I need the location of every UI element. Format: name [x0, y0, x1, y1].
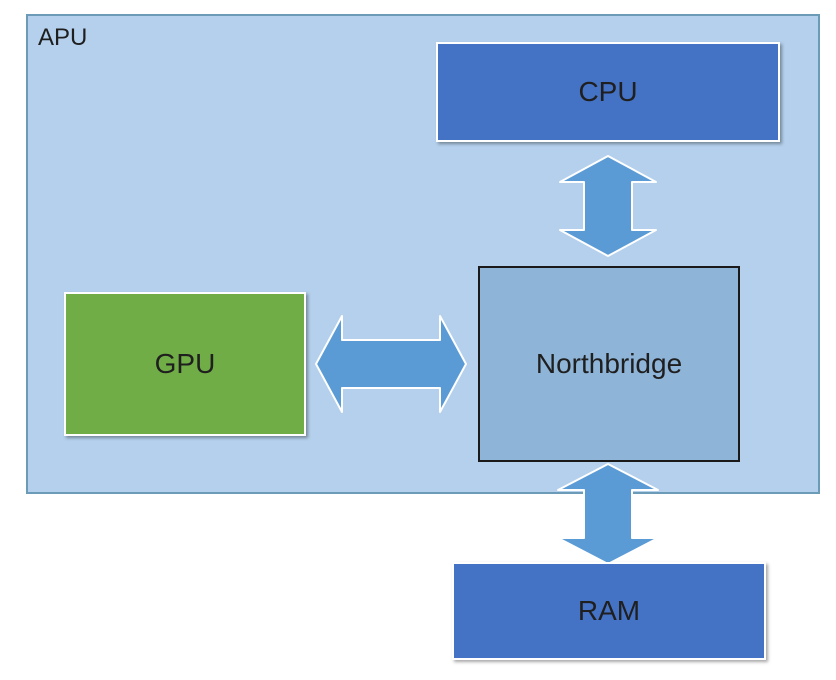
- gpu-label: GPU: [154, 348, 216, 379]
- gpu-block: GPU: [64, 292, 306, 436]
- northbridge-label: Northbridge: [535, 348, 683, 379]
- cpu-label: CPU: [578, 76, 638, 107]
- ram-label: RAM: [577, 595, 641, 626]
- ram-block: RAM: [452, 562, 766, 660]
- cpu-block: CPU: [436, 42, 780, 142]
- northbridge-block: Northbridge: [478, 266, 740, 462]
- apu-label: APU: [38, 24, 88, 51]
